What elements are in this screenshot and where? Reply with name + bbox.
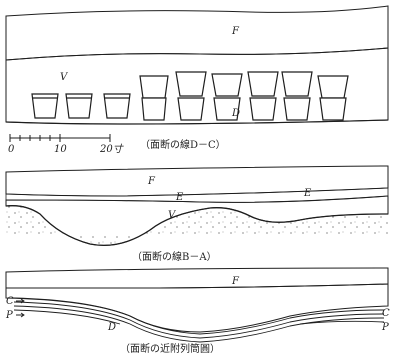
- caption-pit-row: （面断の近附列筒圓）: [120, 342, 220, 355]
- label-e-right: E: [303, 188, 312, 199]
- speckled-layer: [6, 284, 388, 332]
- pot: [104, 94, 130, 118]
- lower-layer: [6, 206, 388, 246]
- label-e-left: E: [175, 192, 184, 203]
- panel-pit-row: F C P D C P （面断の近附列筒圓）: [5, 268, 390, 355]
- caption-d-c: （面断の線D－C）: [140, 138, 226, 151]
- scale-tick-0: 0: [8, 144, 15, 155]
- arrow-p-left: [16, 313, 24, 317]
- pot-row: [32, 72, 348, 120]
- pot: [66, 94, 92, 118]
- pot: [140, 76, 168, 120]
- panel-b-a: F E E V （面断の線B－A）: [6, 166, 388, 263]
- label-f: F: [231, 276, 240, 287]
- label-p-right: P: [381, 322, 389, 333]
- label-p-left: P: [5, 310, 13, 321]
- pot: [176, 72, 206, 120]
- label-v: V: [60, 72, 69, 83]
- label-f: F: [147, 176, 156, 187]
- scale-tick-20: 20寸: [99, 143, 125, 155]
- pot: [248, 72, 278, 120]
- panel-d-c: F V D 0 10 20寸 （面断の線D－C）: [6, 6, 388, 155]
- scale-tick-10: 10: [54, 144, 67, 155]
- label-d: D: [107, 322, 116, 333]
- label-c-right: C: [382, 308, 390, 319]
- fill-layer-f: [6, 166, 388, 196]
- label-d: D: [231, 108, 240, 119]
- caption-b-a: （面断の線B－A）: [132, 250, 217, 263]
- stratified-lines: [14, 298, 384, 342]
- pot: [32, 94, 58, 118]
- label-f: F: [231, 26, 240, 37]
- pot: [282, 72, 312, 120]
- pot: [318, 76, 348, 120]
- label-c-left: C: [6, 296, 14, 307]
- scale-bar: 0 10 20寸: [8, 134, 125, 155]
